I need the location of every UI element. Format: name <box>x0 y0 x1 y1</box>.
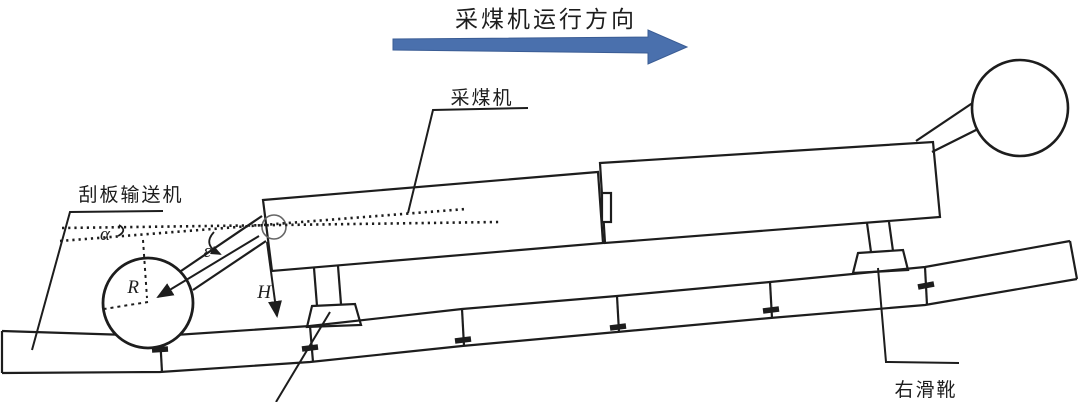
shoe-leg <box>336 265 343 305</box>
right-sliding-shoe <box>851 221 910 275</box>
shoe-base <box>851 248 910 275</box>
rod <box>931 128 979 153</box>
pan-joint-bolts <box>151 281 935 353</box>
bolt-mark <box>609 323 627 331</box>
ranging-arm <box>156 215 267 299</box>
height-dimension-arrow <box>266 241 282 318</box>
label-leaders <box>31 107 960 364</box>
conveyor-right-cap <box>1068 240 1079 280</box>
alpha-angle-arc <box>117 224 125 237</box>
radius-dashed <box>103 301 149 310</box>
bolt-mark <box>301 344 319 352</box>
right-cutting-drum <box>970 58 1070 158</box>
shoe-leg <box>887 221 895 252</box>
left-sliding-shoe <box>305 265 363 329</box>
shearer-leader <box>407 107 529 214</box>
right-shoe-leader <box>877 267 960 364</box>
rod <box>915 101 975 142</box>
radius-label: R <box>126 277 139 298</box>
bolt-mark <box>762 306 780 314</box>
shoe-leg <box>865 222 873 253</box>
body-joint-latch <box>600 191 613 224</box>
shearer-label: 采煤机 <box>450 87 513 109</box>
arm-upper-edge <box>180 215 263 272</box>
epsilon-label: ε <box>204 241 212 262</box>
shearer-body <box>261 140 942 273</box>
conveyor-leader <box>31 210 164 351</box>
scraper-conveyor-label: 刮板输送机 <box>78 184 183 206</box>
drum-radius-lines <box>103 239 149 310</box>
bolt-mark <box>917 281 935 290</box>
shoe-leg <box>312 267 319 307</box>
horizontal-reference-line <box>61 220 500 230</box>
ranging-arm-pivot <box>261 214 287 240</box>
epsilon-angle-arc <box>208 231 222 255</box>
arm-lower-edge <box>192 240 267 291</box>
radius-vertical-dashed <box>142 239 148 299</box>
conveyor-bottom-edge <box>1 277 1078 375</box>
direction-arrow <box>392 29 689 65</box>
shearer-body-section-1 <box>261 170 605 273</box>
right-shoe-label: 右滑靴 <box>894 379 957 401</box>
alpha-label: α <box>100 224 111 245</box>
reference-dotted-lines <box>59 207 500 243</box>
bolt-mark <box>151 346 169 353</box>
height-label: H <box>256 282 272 303</box>
right-arm-rods <box>915 101 979 153</box>
shoe-base <box>305 302 363 329</box>
direction-banner: 采煤机运行方向 <box>392 7 689 65</box>
bolt-mark <box>454 336 472 344</box>
direction-banner-label: 采煤机运行方向 <box>455 7 637 32</box>
arm-centerline-arrow <box>156 235 260 299</box>
